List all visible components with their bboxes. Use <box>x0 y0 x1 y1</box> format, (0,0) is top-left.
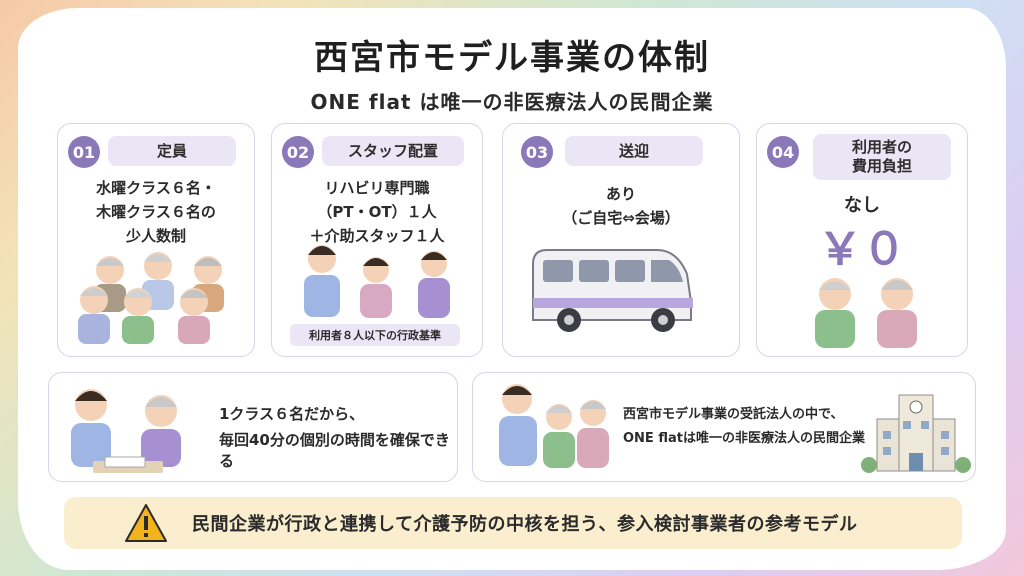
feature-individual-time: 1クラス６名だから、 毎回40分の個別の時間を確保できる <box>48 372 458 482</box>
card-number: 01 <box>68 136 100 168</box>
card-line: 少人数制 <box>125 227 186 245</box>
card-line: （PT・OT）１人 <box>317 203 437 221</box>
card-label-line: 費用負担 <box>851 157 912 175</box>
card-label: 利用者の 費用負担 <box>813 134 951 180</box>
seniors-group-illustration <box>78 252 224 344</box>
card-number: 02 <box>282 136 314 168</box>
card-number: 03 <box>521 136 553 168</box>
summary-banner: 民間企業が行政と連携して介護予防の中核を担う、参入検討事業者の参考モデル <box>64 497 962 549</box>
card-label: 送迎 <box>565 136 703 166</box>
card-label-line: 利用者の <box>851 138 912 157</box>
feature-line: 西宮市モデル事業の受託法人の中で、 <box>623 407 844 422</box>
feature-line: ONE flatは唯一の非医療法人の民間企業 <box>623 431 865 446</box>
senior-couple-illustration <box>815 278 917 348</box>
warning-icon <box>125 504 167 542</box>
page-subtitle: ONE flat は唯一の非医療法人の民間企業 <box>310 90 714 114</box>
staff-with-senior-illustration <box>71 389 181 473</box>
card-transport: 03 送迎 あり （ご自宅⇔会場） <box>502 123 740 357</box>
summary-text: 民間企業が行政と連携して介護予防の中核を担う、参入検討事業者の参考モデル <box>192 514 858 535</box>
card-staffing: 02 スタッフ配置 リハビリ専門職 （PT・OT）１人 ＋介助スタッフ１人 利用… <box>271 123 483 357</box>
feature-line: 毎回40分の個別の時間を確保できる <box>219 431 450 470</box>
card-line: リハビリ専門職 <box>324 179 430 197</box>
card-line: なし <box>844 195 880 216</box>
staff-illustration <box>304 245 450 318</box>
feature-line: 1クラス６名だから、 <box>219 405 365 423</box>
card-label: スタッフ配置 <box>322 136 464 166</box>
staffing-standard-note: 利用者８人以下の行政基準 <box>290 324 460 346</box>
card-line: ＋介助スタッフ１人 <box>309 227 445 245</box>
cost-amount: ￥０ <box>818 224 906 275</box>
building-icon <box>861 394 971 473</box>
staff-with-seniors-illustration <box>499 384 609 468</box>
card-line: （ご自宅⇔会場） <box>562 209 680 227</box>
van-icon <box>532 249 693 332</box>
card-capacity: 01 定員 水曜クラス６名・ 木曜クラス６名の 少人数制 <box>57 123 255 357</box>
card-label: 定員 <box>108 136 236 166</box>
page-title: 西宮市モデル事業の体制 <box>314 38 710 78</box>
card-number: 04 <box>767 136 799 168</box>
card-line: 水曜クラス６名・ <box>96 179 216 197</box>
card-line: 木曜クラス６名の <box>96 203 216 221</box>
card-line: あり <box>605 185 636 203</box>
card-cost: 04 利用者の 費用負担 なし ￥０ <box>756 123 968 357</box>
feature-private-company: 西宮市モデル事業の受託法人の中で、 ONE flatは唯一の非医療法人の民間企業 <box>472 372 976 482</box>
